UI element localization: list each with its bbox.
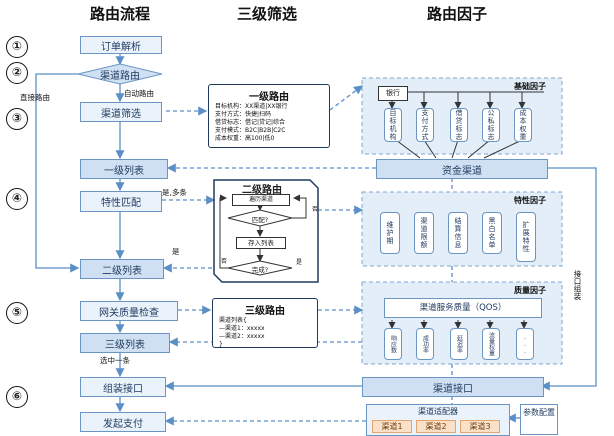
step-4-marker: ④ <box>6 188 28 210</box>
gateway-check-box: 网关质量检查 <box>80 301 178 321</box>
factor-public-private: 公私标志 <box>482 108 500 142</box>
match-diamond <box>227 209 293 227</box>
factor-channel-limit: 渠道限额 <box>414 212 434 254</box>
level1-line: 目标机构：XX渠道|XX银行 <box>215 103 288 110</box>
assemble-box: 组装接口 <box>80 377 166 397</box>
order-parse-box: 订单解析 <box>80 36 162 54</box>
factor-success-rate: 成功率 <box>416 328 434 360</box>
yes-label: 是 <box>172 247 180 256</box>
traverse-box: 遍历渠道 <box>232 194 290 206</box>
factor-debit-credit: 借贷标志 <box>450 108 468 142</box>
direct-route-label: 直接路由 <box>20 93 50 102</box>
step-1-marker: ① <box>6 36 28 58</box>
flow-column-title: 路由流程 <box>89 5 150 23</box>
pick-one-label: 选中一条 <box>100 356 130 365</box>
feature-match-box: 特性匹配 <box>80 191 162 212</box>
step-2-marker: ② <box>6 62 28 84</box>
factor-more: ... <box>516 328 534 360</box>
qos-box: 渠道服务质量（QOS） <box>384 298 542 318</box>
level3-line: —渠道1：xxxxx <box>219 325 265 332</box>
level2-title: 二级路由 <box>242 185 282 196</box>
params-config-box: 参数配置 <box>520 404 558 435</box>
level1-route-box: 一级路由 目标机构：XX渠道|XX银行 支付方式：快捷|扫码 借贷标志：借记|贷… <box>208 84 330 148</box>
level1-title: 一级路由 <box>249 92 289 103</box>
level3-line: } <box>219 341 223 348</box>
factor-cost-weight: 成本权重 <box>514 108 532 142</box>
level1-line: 支付模式：B2C|B2B|C2C <box>215 127 286 134</box>
factor-flow-weight: 流量权重 <box>482 328 500 360</box>
level3-title: 三级路由 <box>245 306 285 317</box>
factor-response: 响应数 <box>384 328 402 360</box>
basic-factor-title: 基础因子 <box>514 82 546 91</box>
adapter-channel-2: 渠道2 <box>416 420 456 433</box>
level1-line: 成本权重：高100|低0 <box>215 135 275 142</box>
save-list-box: 存入列表 <box>236 237 286 249</box>
step-3-marker: ③ <box>6 108 28 130</box>
channel-filter-box: 渠道筛选 <box>80 102 162 122</box>
level3-route-box: 三级路由 渠道列表{ —渠道1：xxxxx —渠道2：xxxxx } <box>212 298 318 348</box>
match-label: 匹配? <box>251 216 269 224</box>
bank-box: 银行 <box>378 86 408 101</box>
list2-box: 二级列表 <box>80 259 164 279</box>
quality-factor-title: 质量因子 <box>514 286 546 295</box>
fund-channel-box: 资金渠道 <box>376 159 548 179</box>
done-label: 完成? <box>251 266 269 274</box>
done-no-label: 否 <box>221 258 228 265</box>
level3-line: 渠道列表{ <box>219 317 247 324</box>
channel-route-label: 渠道路由 <box>100 71 140 82</box>
channel-interface-box: 渠道接口 <box>362 377 544 397</box>
feature-factor-title: 特性因子 <box>514 196 546 205</box>
adapter-channel-3: 渠道3 <box>460 420 500 433</box>
level1-line: 借贷标志：借记|贷记|综合 <box>215 119 286 126</box>
pay-box: 发起支付 <box>80 412 166 432</box>
adapter-title: 渠道适配器 <box>418 407 458 416</box>
adapter-channel-1: 渠道1 <box>372 420 412 433</box>
factor-maintenance: 维护期 <box>380 212 400 254</box>
auto-route-label: 自动路由 <box>124 89 154 98</box>
level3-line: —渠道2：xxxxx <box>219 333 265 340</box>
factor-column-title: 路由因子 <box>426 5 487 23</box>
factor-pay-method: 支付方式 <box>416 108 434 142</box>
channel-route-diamond <box>77 63 163 85</box>
factor-settlement: 结算信息 <box>448 212 468 254</box>
list1-box: 一级列表 <box>80 159 168 179</box>
done-diamond <box>227 260 293 276</box>
factor-latency: 延迟率 <box>450 328 468 360</box>
factor-target-org: 目标机构 <box>384 108 402 142</box>
iface-assemble-label: 接口组装 <box>573 270 582 300</box>
step-5-marker: ⑤ <box>6 302 28 324</box>
yes-multi-label: 是,多条 <box>162 188 187 197</box>
level1-line: 支付方式：快捷|扫码 <box>215 111 272 118</box>
list3-box: 三级列表 <box>80 333 170 353</box>
match-no-label: 否 <box>312 206 319 213</box>
step-6-marker: ⑥ <box>6 386 28 408</box>
factor-blackwhite-list: 黑白名单 <box>482 212 502 254</box>
level2-frame <box>213 179 319 283</box>
filter-column-title: 三级筛选 <box>236 5 297 23</box>
done-yes-label: 是 <box>296 259 303 266</box>
factor-extended: 扩展特性 <box>516 212 536 262</box>
